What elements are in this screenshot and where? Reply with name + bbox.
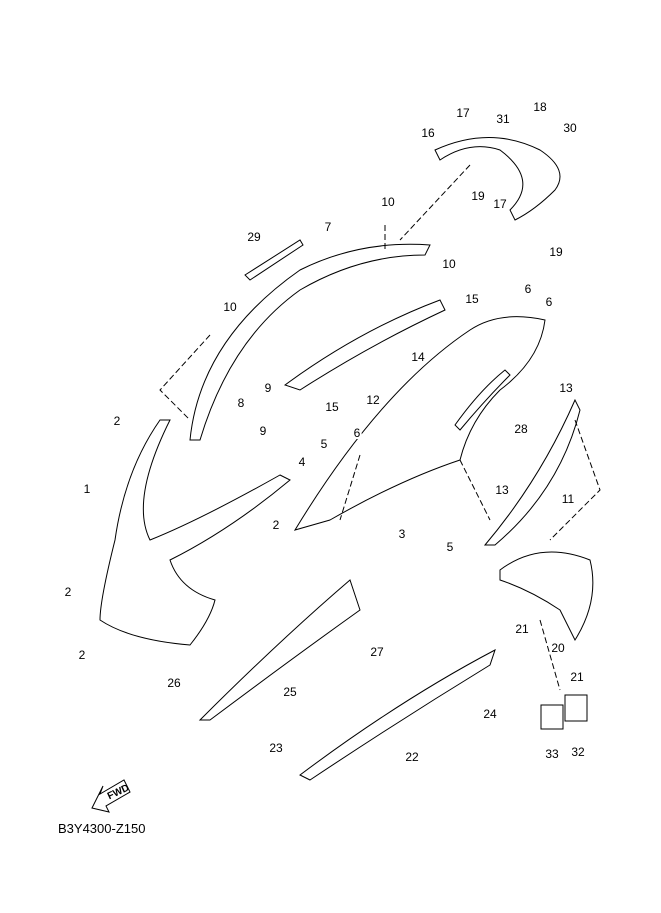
callout-label: 4 [297,455,307,469]
callout-label: 10 [441,257,457,271]
callout-label: 2 [271,518,281,532]
callout-label: 31 [495,112,511,126]
callout-label: 2 [112,414,122,428]
callout-label: 23 [268,741,284,755]
part-rear-fender [499,551,594,642]
callout-label: 8 [236,396,246,410]
part-plate-33 [540,704,564,730]
callout-label: 6 [352,426,362,440]
part-side-cover [293,316,546,531]
part-lower-cover [299,648,496,781]
callout-label: 9 [258,424,268,438]
callout-label: 15 [324,400,340,414]
callout-label: 21 [514,622,530,636]
callout-label: 1 [82,482,92,496]
callout-label: 25 [282,685,298,699]
callout-label: 7 [323,220,333,234]
callout-label: 19 [548,245,564,259]
callout-label: 28 [513,422,529,436]
callout-label: 24 [482,707,498,721]
callout-label: 16 [420,126,436,140]
callout-label: 27 [369,645,385,659]
callout-label: 32 [570,745,586,759]
callout-label: 5 [319,437,329,451]
part-plate-32 [564,694,588,722]
callout-label: 14 [410,350,426,364]
callout-label: 29 [246,230,262,244]
part-bracket [244,239,304,281]
callout-label: 26 [166,676,182,690]
callout-label: 33 [544,747,560,761]
callout-label: 2 [77,648,87,662]
callout-label: 6 [544,295,554,309]
callout-label: 11 [560,492,576,506]
diagram-code: B3Y4300-Z150 [58,821,146,836]
part-front-cover [99,419,291,646]
callout-label: 10 [380,195,396,209]
guide-lines [159,164,601,691]
callout-label: 17 [455,106,471,120]
callout-label: 15 [464,292,480,306]
callout-label: 13 [494,483,510,497]
part-inner-panel [283,299,446,391]
callout-label: 9 [263,381,273,395]
callout-label: 20 [550,641,566,655]
callout-label: 22 [404,750,420,764]
callout-label: 6 [523,282,533,296]
callout-label: 12 [365,393,381,407]
part-rear-rail [483,398,581,546]
part-side-rail [189,243,431,441]
part-floor-side [198,579,361,721]
callout-label: 3 [397,527,407,541]
callout-label: 10 [222,300,238,314]
part-tail-cover [434,137,561,221]
callout-label: 2 [63,585,73,599]
callout-label: 13 [558,381,574,395]
callout-label: 21 [569,670,585,684]
part-emblem [454,369,511,431]
callout-label: 30 [562,121,578,135]
callout-label: 19 [470,189,486,203]
callout-label: 17 [492,197,508,211]
callout-label: 5 [445,540,455,554]
callout-label: 18 [532,100,548,114]
